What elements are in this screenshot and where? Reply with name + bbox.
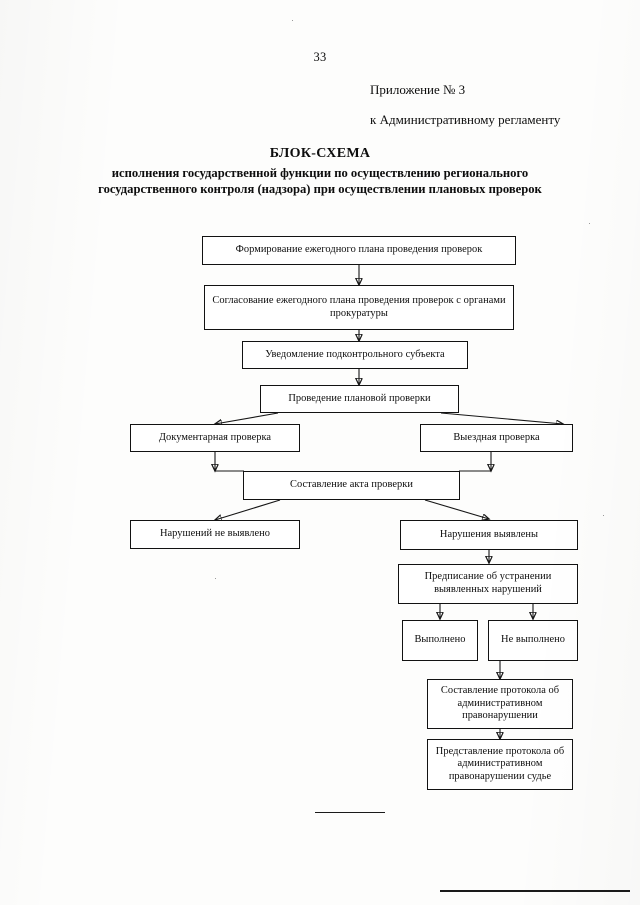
flow-node-label: Документарная проверка [158, 431, 272, 443]
scan-speck [215, 578, 216, 579]
flow-node-label: Составление протокола об административно… [440, 685, 560, 722]
regulation-reference: к Административному регламенту [370, 112, 561, 127]
flow-node-n10[interactable]: Предписание об устранении выявленных нар… [398, 564, 578, 604]
flow-node-label: Согласование ежегодного плана проведения… [212, 294, 506, 319]
flow-node-n5[interactable]: Документарная проверка [130, 424, 300, 452]
flow-node-label: Составление акта проверки [289, 479, 414, 491]
flow-node-n3[interactable]: Уведомление подконтрольного субъекта [242, 341, 468, 369]
appendix-label: Приложение № 3 [370, 82, 466, 97]
flow-node-label: Не выполнено [501, 634, 565, 646]
flow-node-n7[interactable]: Составление акта проверки [243, 471, 460, 500]
flow-node-n11[interactable]: Выполнено [402, 620, 478, 661]
flow-node-label: Выполнено [414, 634, 466, 646]
footer-rule-upper [315, 812, 385, 814]
flow-node-label: Нарушений не выявлено [159, 528, 271, 540]
flow-node-label: Представление протокола об административ… [435, 745, 565, 782]
flow-node-label: Предписание об устранении выявленных нар… [424, 571, 552, 595]
footer-rule-lower [440, 890, 630, 893]
flow-node-label: Формирование ежегодного плана проведения… [235, 244, 483, 256]
flow-node-n8[interactable]: Нарушений не выявлено [130, 520, 300, 549]
page-title: БЛОК-СХЕМА [269, 146, 371, 161]
flow-node-n1[interactable]: Формирование ежегодного плана проведения… [202, 236, 516, 265]
flow-node-n13[interactable]: Составление протокола об административно… [427, 679, 573, 729]
flow-node-n12[interactable]: Не выполнено [488, 620, 578, 661]
flow-node-label: Проведение плановой проверки [288, 392, 431, 404]
flow-node-n2[interactable]: Согласование ежегодного плана проведения… [204, 285, 514, 330]
page-subtitle: исполнения государственной функции по ос… [98, 166, 542, 196]
flow-node-label: Нарушения выявлены [439, 528, 539, 540]
flow-node-n6[interactable]: Выездная проверка [420, 424, 573, 452]
page-number: 33 [313, 50, 327, 64]
flow-node-n9[interactable]: Нарушения выявлены [400, 520, 578, 550]
flow-node-n4[interactable]: Проведение плановой проверки [260, 385, 459, 413]
scan-speck [292, 20, 293, 21]
flow-node-label: Выездная проверка [453, 431, 540, 443]
flow-node-label: Уведомление подконтрольного субъекта [265, 348, 445, 360]
scan-speck [589, 223, 590, 224]
scan-speck [603, 515, 604, 516]
flow-node-n14[interactable]: Представление протокола об административ… [427, 739, 573, 790]
